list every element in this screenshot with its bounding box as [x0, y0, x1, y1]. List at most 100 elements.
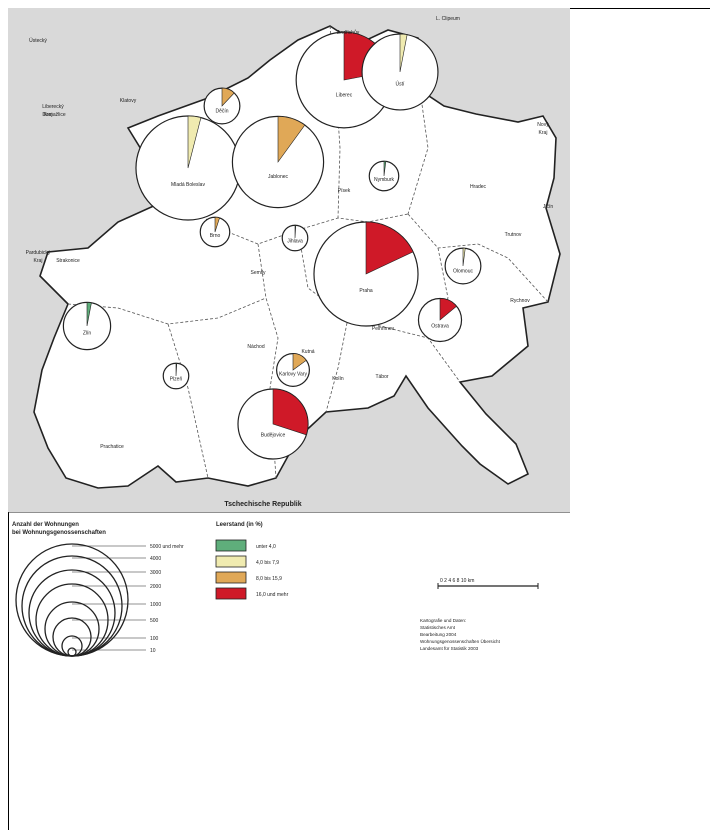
pie-slice — [272, 388, 309, 436]
neighbour-label: Kraj — [44, 112, 53, 118]
pie-label: Jablonec — [268, 174, 289, 180]
district-label: Semily — [250, 270, 266, 276]
pie-slice — [462, 247, 466, 267]
color-legend-swatch — [215, 571, 247, 584]
neighbour-label: Kraj — [539, 130, 548, 136]
pie-label: Děčín — [215, 108, 228, 114]
pie-slice — [86, 302, 92, 327]
source-line: Landesamt für Statistik 2003 — [420, 646, 479, 651]
district-pie[interactable]: Děčín — [203, 87, 241, 125]
district-label: Jindřichův — [337, 29, 360, 36]
pie-label: Ostrava — [431, 324, 449, 330]
color-legend-swatch — [215, 587, 247, 600]
scale-bar-label: 0 2 4 6 8 10 km — [440, 578, 474, 584]
size-legend-circle — [21, 555, 123, 657]
size-legend-subtitle: bei Wohnungsgenossenschaften — [12, 530, 106, 536]
neighbour-label: Pardubický — [26, 250, 51, 256]
district-pie[interactable]: Jablonec — [231, 115, 325, 209]
pie-slice — [383, 160, 387, 177]
neighbour-label: Liberecký — [42, 104, 64, 110]
legend: Anzahl der Wohnungen bei Wohnungsgenosse… — [8, 512, 570, 657]
district-pie[interactable]: Olomouc — [444, 247, 482, 285]
neighbour-label: Ústecký — [29, 37, 47, 44]
size-legend-value: 2000 — [150, 584, 161, 590]
pie-label: Plzeň — [170, 376, 183, 382]
source-line: Kartografie und Daten: — [420, 618, 466, 623]
district-pie[interactable]: Budějovice — [237, 388, 309, 460]
size-legend-title: Anzahl der Wohnungen — [12, 522, 79, 528]
neighbour-label: Nový — [537, 122, 549, 128]
pie-label: Ústí — [396, 80, 406, 87]
pie-slice — [277, 116, 306, 163]
color-legend-label: unter 4,0 — [256, 544, 276, 550]
district-label: Strakonice — [56, 258, 80, 264]
size-legend-circle — [67, 647, 77, 657]
district-pie[interactable]: Brno — [199, 216, 231, 248]
district-label: Náchod — [247, 344, 264, 350]
size-legend-value: 100 — [150, 636, 159, 642]
district-label: Jičín — [543, 204, 554, 210]
source-line: Statistisches Amt — [420, 625, 456, 630]
pie-slice — [399, 33, 408, 73]
color-legend-label: 16,0 und mehr — [256, 592, 289, 598]
color-legend-swatch — [215, 539, 247, 552]
size-legend-circle — [61, 635, 83, 657]
pie-label: Karlovy Vary — [279, 372, 307, 378]
district-pie[interactable]: Ostrava — [417, 297, 463, 343]
district-pie[interactable]: Ústí — [361, 33, 439, 111]
neighbour-label: L. Clipeum — [436, 16, 460, 22]
color-legend-swatch — [215, 555, 247, 568]
color-legend: unter 4,0 4,0 bis 7,9 8,0 bis 15,9 16,0 und… — [215, 539, 289, 600]
district-pie[interactable]: Karlovy Vary — [276, 353, 311, 388]
district-label: Písek — [338, 188, 351, 194]
size-legend-value: 5000 und mehr — [150, 544, 184, 550]
size-legend-circle — [28, 569, 116, 657]
scale-bar: 0 2 4 6 8 10 km — [437, 578, 539, 589]
source-line: Bearbeitung 2004 — [420, 632, 457, 637]
pie-label: Liberec — [336, 93, 353, 99]
pie-slice — [294, 224, 297, 239]
pie-label: Jihlava — [287, 238, 303, 244]
pie-slice — [365, 221, 414, 275]
size-legend-value: 3000 — [150, 570, 161, 576]
pie-label: Olomouc — [453, 268, 474, 274]
district-label: Hradec — [470, 184, 487, 190]
pie-slice — [175, 362, 178, 377]
district-pie[interactable]: Mladá Boleslav — [135, 115, 241, 221]
pie-slice — [214, 216, 220, 233]
district-pie[interactable]: Praha — [313, 221, 419, 327]
map[interactable]: Tschechische Republik Liberec ÚstíDěčínMl… — [8, 8, 570, 512]
district-pie[interactable]: Zlín — [62, 301, 112, 351]
size-legend: 5000 und mehr 4000 3000 2000 1000 500 100 10 — [15, 543, 184, 657]
pie-label: Nymburk — [374, 177, 395, 183]
district-label: Tábor — [375, 374, 388, 380]
size-legend-value: 1000 — [150, 602, 161, 608]
district-label: Prachatice — [100, 444, 124, 450]
size-legend-value: 500 — [150, 618, 159, 624]
pie-label: Budějovice — [261, 432, 286, 438]
district-label: Domažlice — [42, 112, 66, 118]
size-legend-value: 10 — [150, 648, 156, 654]
pie-label: Brno — [210, 233, 221, 239]
source-line: Wohnungsgenossenschaften Übersicht — [420, 638, 501, 644]
district-label: Kolín — [332, 376, 344, 382]
district-label-layer: HradecJičínTrutnovRychnovSemilyNáchodKut… — [42, 29, 553, 450]
pie-label: Mladá Boleslav — [171, 182, 205, 188]
source-block: Kartografie und Daten: Statistisches AmtB… — [420, 618, 501, 651]
south-neighbour-label: Tschechische Republik — [224, 501, 301, 508]
district-label: Kutná — [301, 349, 314, 355]
neighbour-label: Kraj — [34, 258, 43, 264]
district-label: Pelhřimov — [372, 326, 395, 332]
pie-slice — [187, 115, 202, 169]
district-pie[interactable]: Plzeň — [162, 362, 190, 390]
color-legend-title: Leerstand (in %) — [216, 522, 263, 528]
district-label: Trutnov — [505, 232, 522, 238]
district-label: Klatovy — [120, 98, 137, 104]
color-legend-label: 4,0 bis 7,9 — [256, 560, 279, 566]
size-legend-value: 4000 — [150, 556, 161, 562]
district-pie[interactable]: Jihlava — [281, 224, 309, 252]
pie-slice — [292, 353, 307, 371]
district-pie[interactable]: Nymburk — [368, 160, 400, 192]
color-legend-label: 8,0 bis 15,9 — [256, 576, 282, 582]
